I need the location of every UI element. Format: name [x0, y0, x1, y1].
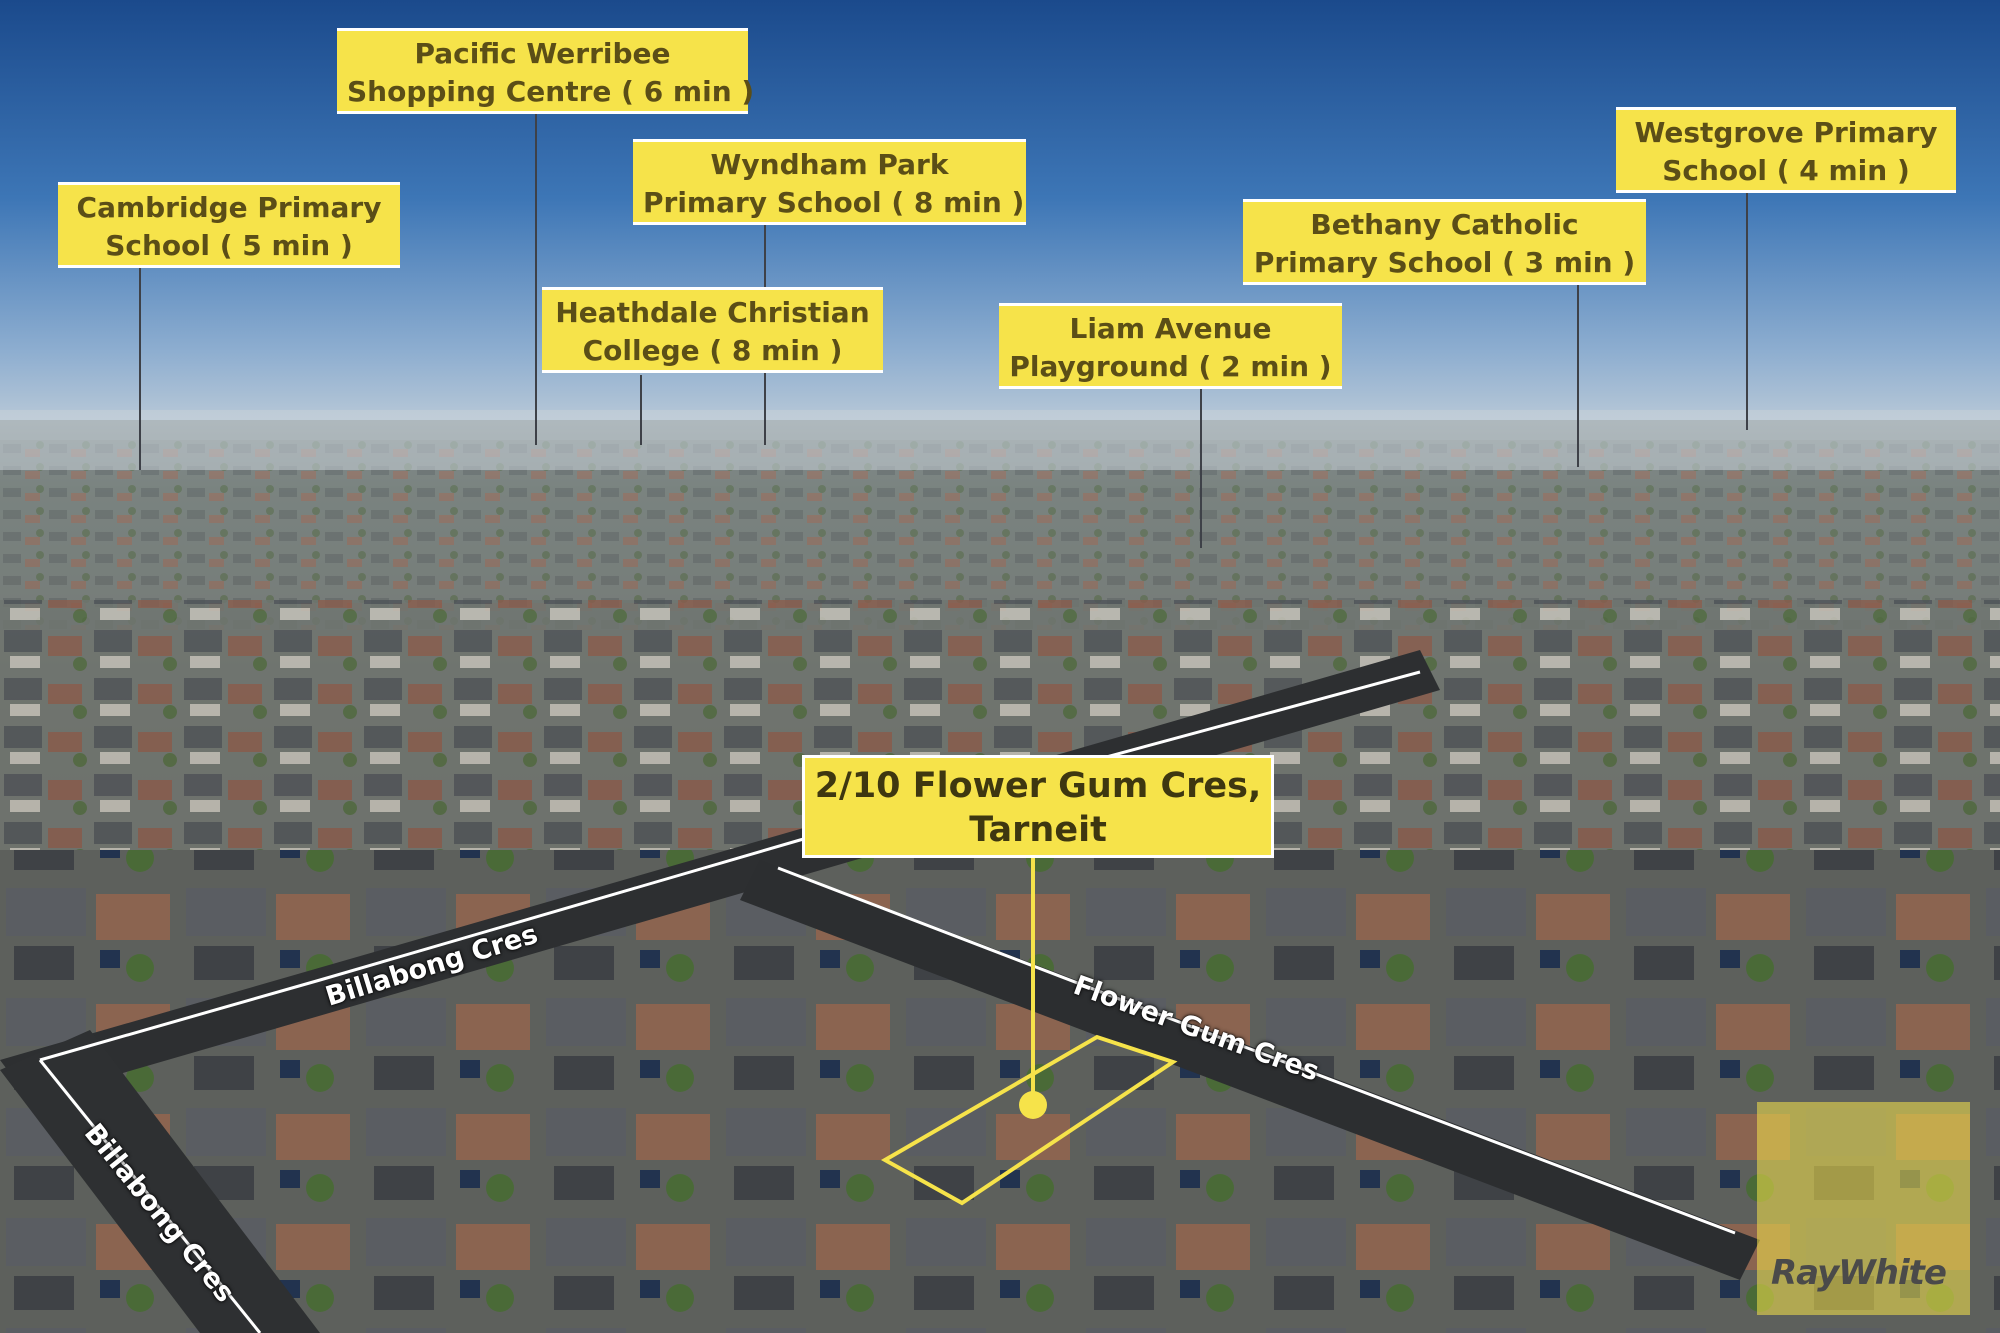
- street-line-flower-gum: [777, 866, 1736, 1235]
- haze: [0, 410, 2000, 470]
- property-boundary: [880, 1034, 1178, 1206]
- poi-heathdale-christian-line2: College ( 8 min ): [582, 334, 843, 367]
- poi-pacific-werribee: Pacific Werribee Shopping Centre ( 6 min…: [337, 28, 755, 114]
- poi-bethany-catholic-line1: Bethany Catholic: [1310, 208, 1579, 241]
- poi-bethany-catholic: Bethany Catholic Primary School ( 3 min …: [1243, 199, 1646, 285]
- poi-heathdale-christian-line1: Heathdale Christian: [555, 296, 870, 329]
- property-address-line2: Tarneit: [969, 810, 1107, 850]
- poi-westgrove-primary: Westgrove Primary School ( 4 min ): [1616, 107, 1956, 193]
- poi-westgrove-primary-line2: School ( 4 min ): [1662, 154, 1910, 187]
- property-address-label: 2/10 Flower Gum Cres, Tarneit: [802, 755, 1274, 858]
- road-billabong-cres-lower: [0, 1030, 320, 1333]
- poi-heathdale-christian: Heathdale Christian College ( 8 min ): [542, 287, 883, 373]
- poi-liam-avenue: Liam Avenue Playground ( 2 min ): [999, 303, 1342, 389]
- poi-bethany-catholic-line2: Primary School ( 3 min ): [1253, 246, 1636, 279]
- poi-wyndham-park-line2: Primary School ( 8 min ): [643, 186, 1025, 219]
- poi-liam-avenue-line1: Liam Avenue: [1069, 312, 1272, 345]
- poi-cambridge-primary: Cambridge Primary School ( 5 min ): [58, 182, 400, 268]
- property-marker-dot: [1019, 1091, 1047, 1119]
- poi-pacific-werribee-line1: Pacific Werribee: [414, 37, 671, 70]
- poi-liam-avenue-line2: Playground ( 2 min ): [1009, 350, 1332, 383]
- road-flower-gum-cres: [740, 860, 1760, 1280]
- brand-logo: RayWhite: [1771, 1253, 1947, 1293]
- poi-cambridge-primary-line2: School ( 5 min ): [105, 229, 353, 262]
- poi-westgrove-primary-line1: Westgrove Primary: [1634, 116, 1938, 149]
- poi-pacific-werribee-line2: Shopping Centre ( 6 min ): [347, 75, 755, 108]
- street-line-billabong-lower: [38, 1059, 262, 1333]
- poi-pointer-lines: [139, 113, 1748, 548]
- poi-wyndham-park-line1: Wyndham Park: [710, 148, 949, 181]
- poi-cambridge-primary-line1: Cambridge Primary: [76, 191, 382, 224]
- brand-logo-box: [1757, 1102, 1970, 1315]
- poi-wyndham-park: Wyndham Park Primary School ( 8 min ): [633, 139, 1026, 225]
- property-address-line1: 2/10 Flower Gum Cres,: [814, 766, 1262, 806]
- suburb-far: [0, 440, 2000, 630]
